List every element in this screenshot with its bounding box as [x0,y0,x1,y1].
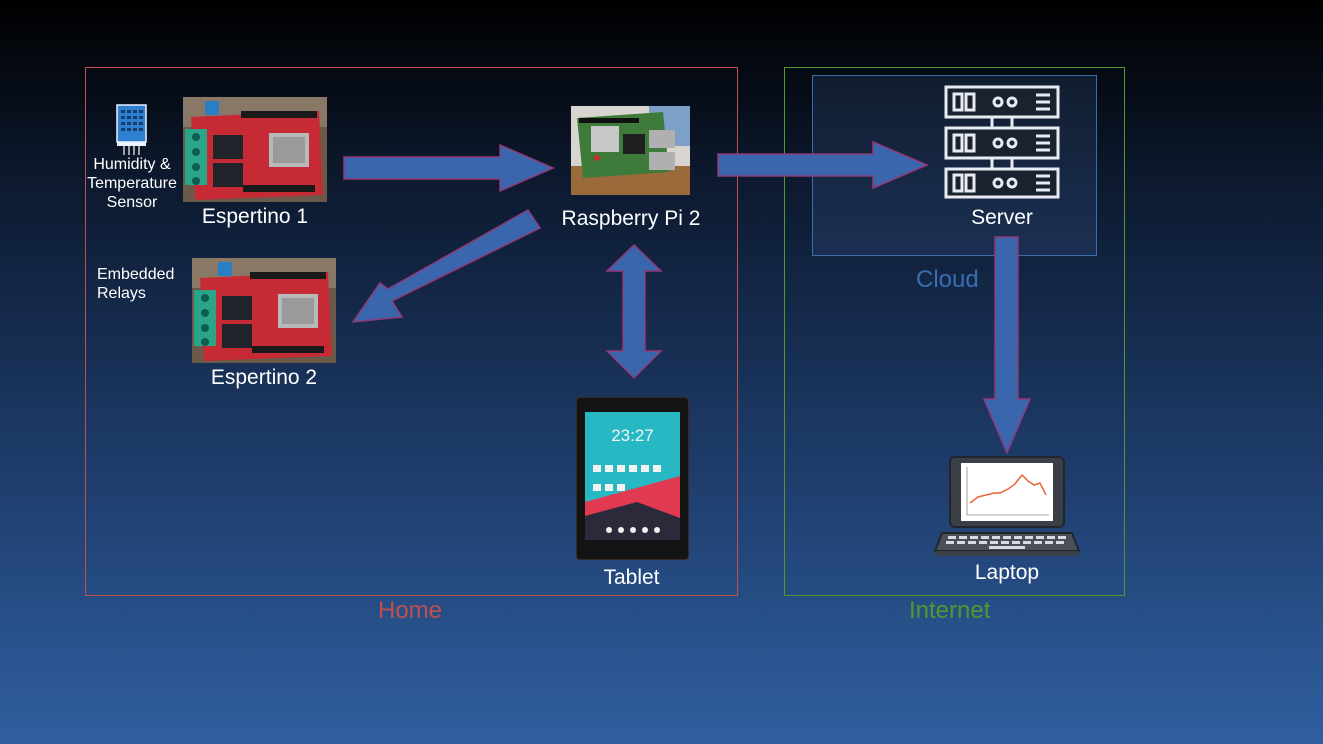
raspberry-pi-label: Raspberry Pi 2 [561,207,701,230]
arrow-raspberry-tablet-bidirectional [605,243,663,380]
humidity-sensor-image [116,104,147,155]
tablet-device: 23:27 [576,397,689,560]
internet-group-label: Internet [909,597,991,624]
tablet-screen [585,412,680,540]
server-label: Server [971,206,1033,229]
arrow-raspberry-to-server [717,140,929,190]
internet-group-box [784,67,1125,596]
raspberry-pi-image [571,106,690,195]
espertino2-board-image [192,258,336,363]
arrow-server-to-laptop [982,236,1032,455]
home-group-label: Home [378,597,443,624]
laptop-label: Laptop [974,561,1040,584]
espertino1-board-image [183,97,327,202]
humidity-sensor-label: Humidity & Temperature Sensor [87,156,177,211]
espertino1-label: Espertino 1 [201,205,309,228]
arrow-raspberry-to-espertino2 [351,209,542,323]
embedded-relays-label: Embedded Relays [97,266,175,302]
server-icon [944,85,1060,199]
cloud-group-label: Cloud [916,266,979,293]
tablet-clock-text: 23:27 [611,426,654,445]
arrow-espertino1-to-raspberry [343,143,555,193]
espertino2-label: Espertino 2 [210,366,318,389]
home-group-box [85,67,738,596]
laptop-icon [934,456,1080,556]
tablet-label: Tablet [603,566,660,589]
